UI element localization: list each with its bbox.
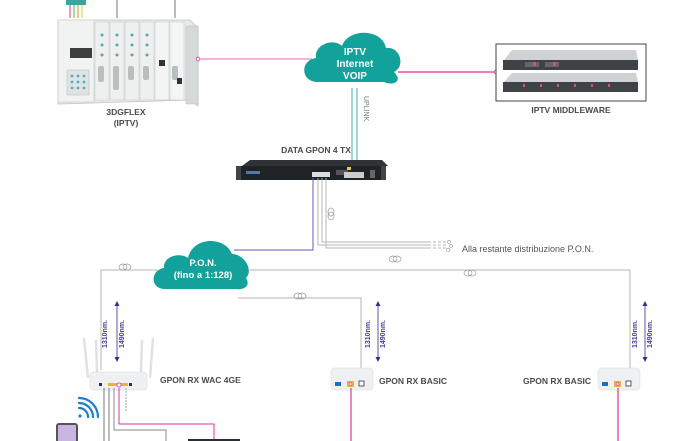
svg-text:1310nm.: 1310nm. [365,320,372,348]
pon-cloud [153,240,249,290]
wavelength-annotation-basic-2: 1310nm. 1490nm. [632,301,654,362]
fiber-coil-icon [118,263,132,271]
headend-rack [57,0,199,107]
olt-device [236,160,388,180]
svg-text:1490nm.: 1490nm. [647,320,654,348]
pon-line-1: P.O.N. [189,258,216,269]
fiber-coil-icon [463,269,477,277]
rest-distribution-label: Alla restante distribuzione P.O.N. [462,244,593,254]
services-cloud [304,32,401,84]
olt-fiber-bundle [234,178,453,252]
svg-text:1310nm.: 1310nm. [102,320,109,348]
onu-wac-label: GPON RX WAC 4GE [160,375,241,385]
onu-basic-2 [597,367,641,391]
pon-distribution-fibers [100,269,631,370]
fiber-coil-icon [327,207,335,221]
wifi-icon [77,396,100,419]
pon-line-2: (fino a 1:128) [174,270,233,281]
onu-basic-1-label: GPON RX BASIC [379,376,447,386]
laptop-icon [188,439,240,441]
cloud-line-2: Internet [337,59,374,70]
headend-sublabel: (IPTV) [114,118,139,128]
onu-wac-router [82,337,155,391]
onu-wac-cables [103,388,215,441]
svg-text:1490nm.: 1490nm. [380,320,387,348]
uplink-label: UPLINK [362,96,369,122]
wavelength-annotation-basic-1: 1310nm. 1490nm. [365,301,387,362]
onu-basic-2-label: GPON RX BASIC [523,376,591,386]
svg-text:1490nm.: 1490nm. [119,320,126,348]
onu-basic-1 [330,367,374,391]
smartphone-icon [56,423,78,441]
svg-text:1310nm.: 1310nm. [632,320,639,348]
olt-label: DATA GPON 4 TX [281,145,351,155]
fiber-coil-icon [388,255,402,263]
middleware-servers [495,43,647,102]
fiber-coil-icon [293,292,307,300]
cloud-line-1: IPTV [344,47,367,58]
link-endpoint [195,56,201,62]
cloud-line-3: VOIP [343,71,367,82]
wavelength-annotation-wac: 1310nm. 1490nm. [102,301,126,362]
middleware-label: IPTV MIDDLEWARE [531,105,611,115]
headend-label: 3DGFLEX [106,107,146,117]
